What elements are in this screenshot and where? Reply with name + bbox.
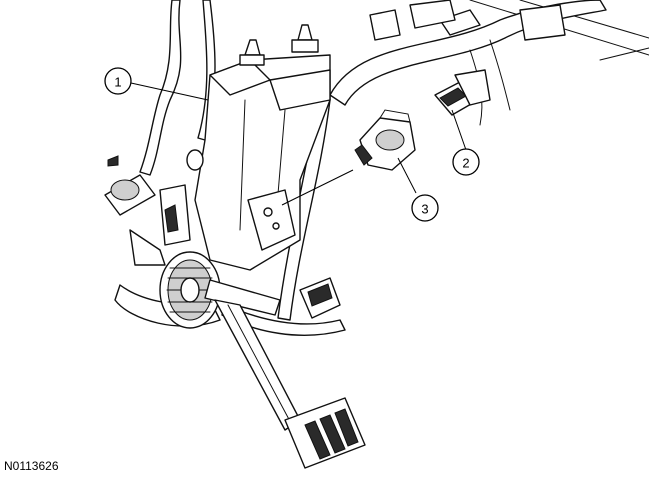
callout-number-1: 1 [114,75,121,90]
pedal-bracket [194,24,331,271]
leader-line-3 [397,157,417,194]
leader-lines [130,82,467,206]
callout-1: 1 [104,67,132,95]
callout-number-3: 3 [421,202,428,217]
wiring-harness [139,0,607,321]
leader-line-1 [130,82,209,101]
brake-pedal [214,299,366,469]
spring-assembly [159,251,346,336]
callout-3: 3 [411,194,439,222]
callout-number-2: 2 [462,156,469,171]
leader-line-2 [451,109,467,151]
lower-connector [299,277,341,319]
callout-2: 2 [452,148,480,176]
figure-id-label: N0113626 [4,459,59,473]
electrical-connector [434,69,491,116]
leader-line-3b [281,169,354,206]
stop-lamp-switch [354,109,416,171]
